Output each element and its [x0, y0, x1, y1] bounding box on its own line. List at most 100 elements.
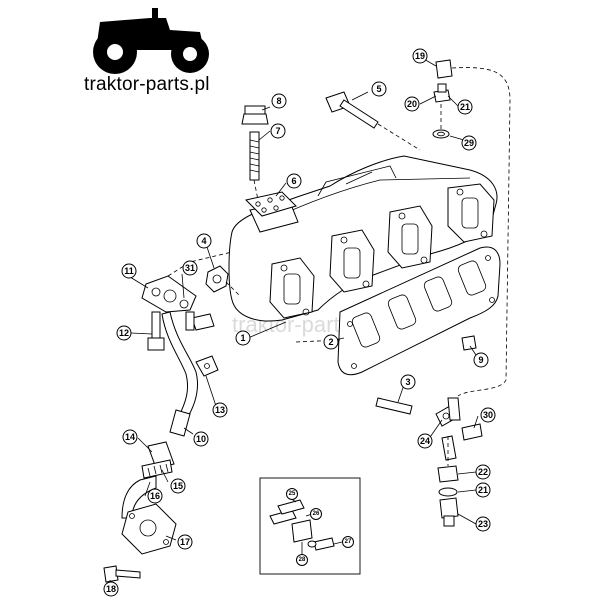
nut-left	[205, 265, 229, 293]
pipe-flange	[141, 275, 197, 313]
callout-22: 22	[475, 464, 491, 480]
stud-bolt	[249, 131, 260, 181]
svg-text:14: 14	[125, 432, 135, 442]
callout-26: 26	[310, 508, 322, 520]
callout-30: 30	[480, 407, 496, 423]
callout-8: 8	[271, 93, 287, 109]
union-fitting	[433, 83, 451, 103]
callout-5: 5	[371, 81, 387, 97]
callout-21-top: 21	[457, 99, 473, 115]
svg-text:7: 7	[275, 126, 280, 136]
banjo-bolt	[185, 311, 215, 331]
sealing-washer-bottom	[438, 487, 458, 497]
svg-text:2: 2	[328, 337, 333, 347]
callout-19: 19	[412, 48, 428, 64]
assembly-line-flange	[167, 251, 233, 277]
breather-cap	[435, 59, 453, 79]
svg-text:4: 4	[201, 236, 206, 246]
callout-6: 6	[286, 173, 302, 189]
svg-text:27: 27	[345, 539, 352, 545]
svg-text:1: 1	[240, 333, 245, 343]
svg-text:26: 26	[313, 511, 320, 517]
hose-banjo	[435, 397, 461, 427]
svg-text:20: 20	[407, 99, 417, 109]
svg-text:31: 31	[185, 263, 195, 273]
manifold-gasket	[337, 246, 501, 376]
flange-bolt	[147, 311, 165, 351]
svg-text:17: 17	[180, 537, 190, 547]
tractor-logo-icon	[93, 8, 209, 74]
svg-text:15: 15	[173, 481, 183, 491]
svg-text:16: 16	[150, 491, 160, 501]
svg-text:5: 5	[376, 84, 381, 94]
assembly-line-stud	[253, 179, 259, 201]
long-bolt	[325, 91, 379, 129]
callout-9: 9	[473, 352, 489, 368]
flange-gasket	[245, 191, 297, 217]
small-hose	[441, 435, 457, 461]
lower-flange	[121, 503, 177, 555]
svg-text:21: 21	[460, 102, 470, 112]
hex-nut	[241, 105, 269, 125]
svg-text:9: 9	[478, 355, 483, 365]
svg-text:11: 11	[124, 266, 134, 276]
lower-stud	[375, 397, 413, 415]
callout-21-bottom: 21	[475, 482, 491, 498]
lower-bolt	[103, 565, 141, 583]
svg-text:22: 22	[478, 467, 488, 477]
svg-text:12: 12	[119, 328, 129, 338]
callout-27: 27	[342, 536, 354, 548]
callout-18: 18	[103, 581, 119, 597]
svg-text:18: 18	[106, 584, 116, 594]
callout-15: 15	[170, 478, 186, 494]
union-nut	[437, 465, 459, 483]
svg-text:3: 3	[405, 377, 410, 387]
exhaust-manifold	[228, 155, 498, 322]
drain-plug	[439, 497, 459, 527]
callout-7: 7	[270, 123, 286, 139]
svg-text:29: 29	[464, 138, 474, 148]
svg-text:10: 10	[196, 434, 206, 444]
callout-31: 31	[182, 260, 198, 276]
callout-4: 4	[196, 233, 212, 249]
oil-return-pipe	[161, 311, 199, 437]
callout-29: 29	[461, 135, 477, 151]
svg-text:8: 8	[276, 96, 281, 106]
callout-20: 20	[404, 96, 420, 112]
pipe-bracket	[195, 355, 219, 377]
callout-13: 13	[212, 402, 228, 418]
callout-23: 23	[475, 516, 491, 532]
callout-3: 3	[400, 374, 416, 390]
callout-25: 25	[286, 488, 298, 500]
callout-11: 11	[121, 263, 137, 279]
callout-14: 14	[122, 429, 138, 445]
assembly-line-nut	[225, 281, 241, 297]
logo-text: traktor-parts.pl	[84, 74, 210, 95]
cap-nut	[461, 335, 477, 351]
callout-17: 17	[177, 534, 193, 550]
sealing-washer-top	[432, 129, 450, 139]
hose-clip	[141, 459, 173, 479]
callout-28: 28	[296, 554, 308, 566]
assembly-line-right	[451, 67, 511, 397]
svg-text:25: 25	[289, 491, 296, 497]
svg-text:19: 19	[415, 51, 425, 61]
svg-text:24: 24	[420, 436, 430, 446]
svg-text:30: 30	[483, 410, 493, 420]
callout-24: 24	[417, 433, 433, 449]
svg-text:13: 13	[215, 405, 225, 415]
svg-text:21: 21	[478, 485, 488, 495]
callout-1: 1	[235, 330, 251, 346]
svg-text:23: 23	[478, 519, 488, 529]
callout-2: 2	[323, 334, 339, 350]
callout-16: 16	[147, 488, 163, 504]
fitting-bolt	[461, 423, 483, 441]
svg-text:28: 28	[299, 557, 306, 563]
assembly-line-bolt5	[377, 123, 421, 151]
inset-detail-box	[259, 477, 361, 575]
svg-text:6: 6	[291, 176, 296, 186]
callout-10: 10	[193, 431, 209, 447]
callout-12: 12	[116, 325, 132, 341]
